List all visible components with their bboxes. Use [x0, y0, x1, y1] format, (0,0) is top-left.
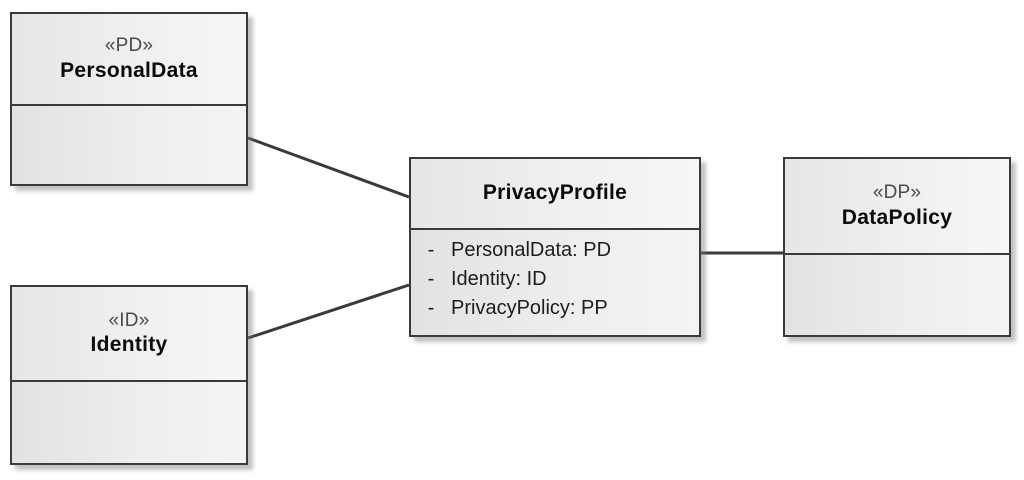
class-header-identity: «ID» Identity [12, 287, 246, 382]
attribute-label: Identity: ID [451, 268, 547, 290]
class-attributes-personaldata [12, 106, 246, 184]
class-header-privacyprofile: PrivacyProfile [411, 159, 699, 230]
stereotype-personaldata: «PD» [104, 35, 154, 56]
class-name-privacyprofile: PrivacyProfile [482, 181, 628, 205]
stereotype-datapolicy: «DP» [872, 182, 922, 203]
attribute-visibility: - [427, 239, 435, 261]
attribute-visibility: - [427, 268, 435, 290]
attribute-label: PersonalData: PD [451, 239, 612, 261]
class-box-privacyprofile[interactable]: PrivacyProfile - PersonalData: PD - Iden… [409, 157, 701, 337]
class-name-identity: Identity [90, 333, 168, 357]
attribute-label: PrivacyPolicy: PP [451, 297, 608, 319]
stereotype-identity: «ID» [108, 309, 150, 331]
class-box-identity[interactable]: «ID» Identity [10, 285, 248, 465]
class-box-personaldata[interactable]: «PD» PersonalData [10, 12, 248, 186]
association-identity-privacyprofile[interactable] [247, 283, 410, 340]
class-header-personaldata: «PD» PersonalData [12, 14, 246, 106]
class-attributes-datapolicy [785, 255, 1009, 335]
attribute-row[interactable]: - PrivacyPolicy: PP [411, 294, 699, 323]
association-personaldata-privacyprofile[interactable] [247, 136, 410, 199]
attribute-row[interactable]: - Identity: ID [411, 265, 699, 294]
attribute-row[interactable]: - PersonalData: PD [411, 236, 699, 265]
class-name-datapolicy: DataPolicy [841, 205, 953, 229]
class-attributes-identity [12, 382, 246, 463]
class-header-datapolicy: «DP» DataPolicy [785, 159, 1009, 255]
class-name-personaldata: PersonalData [60, 58, 198, 82]
class-attributes-privacyprofile: - PersonalData: PD - Identity: ID - Priv… [411, 230, 699, 335]
class-box-datapolicy[interactable]: «DP» DataPolicy [783, 157, 1011, 337]
attribute-visibility: - [427, 297, 435, 319]
